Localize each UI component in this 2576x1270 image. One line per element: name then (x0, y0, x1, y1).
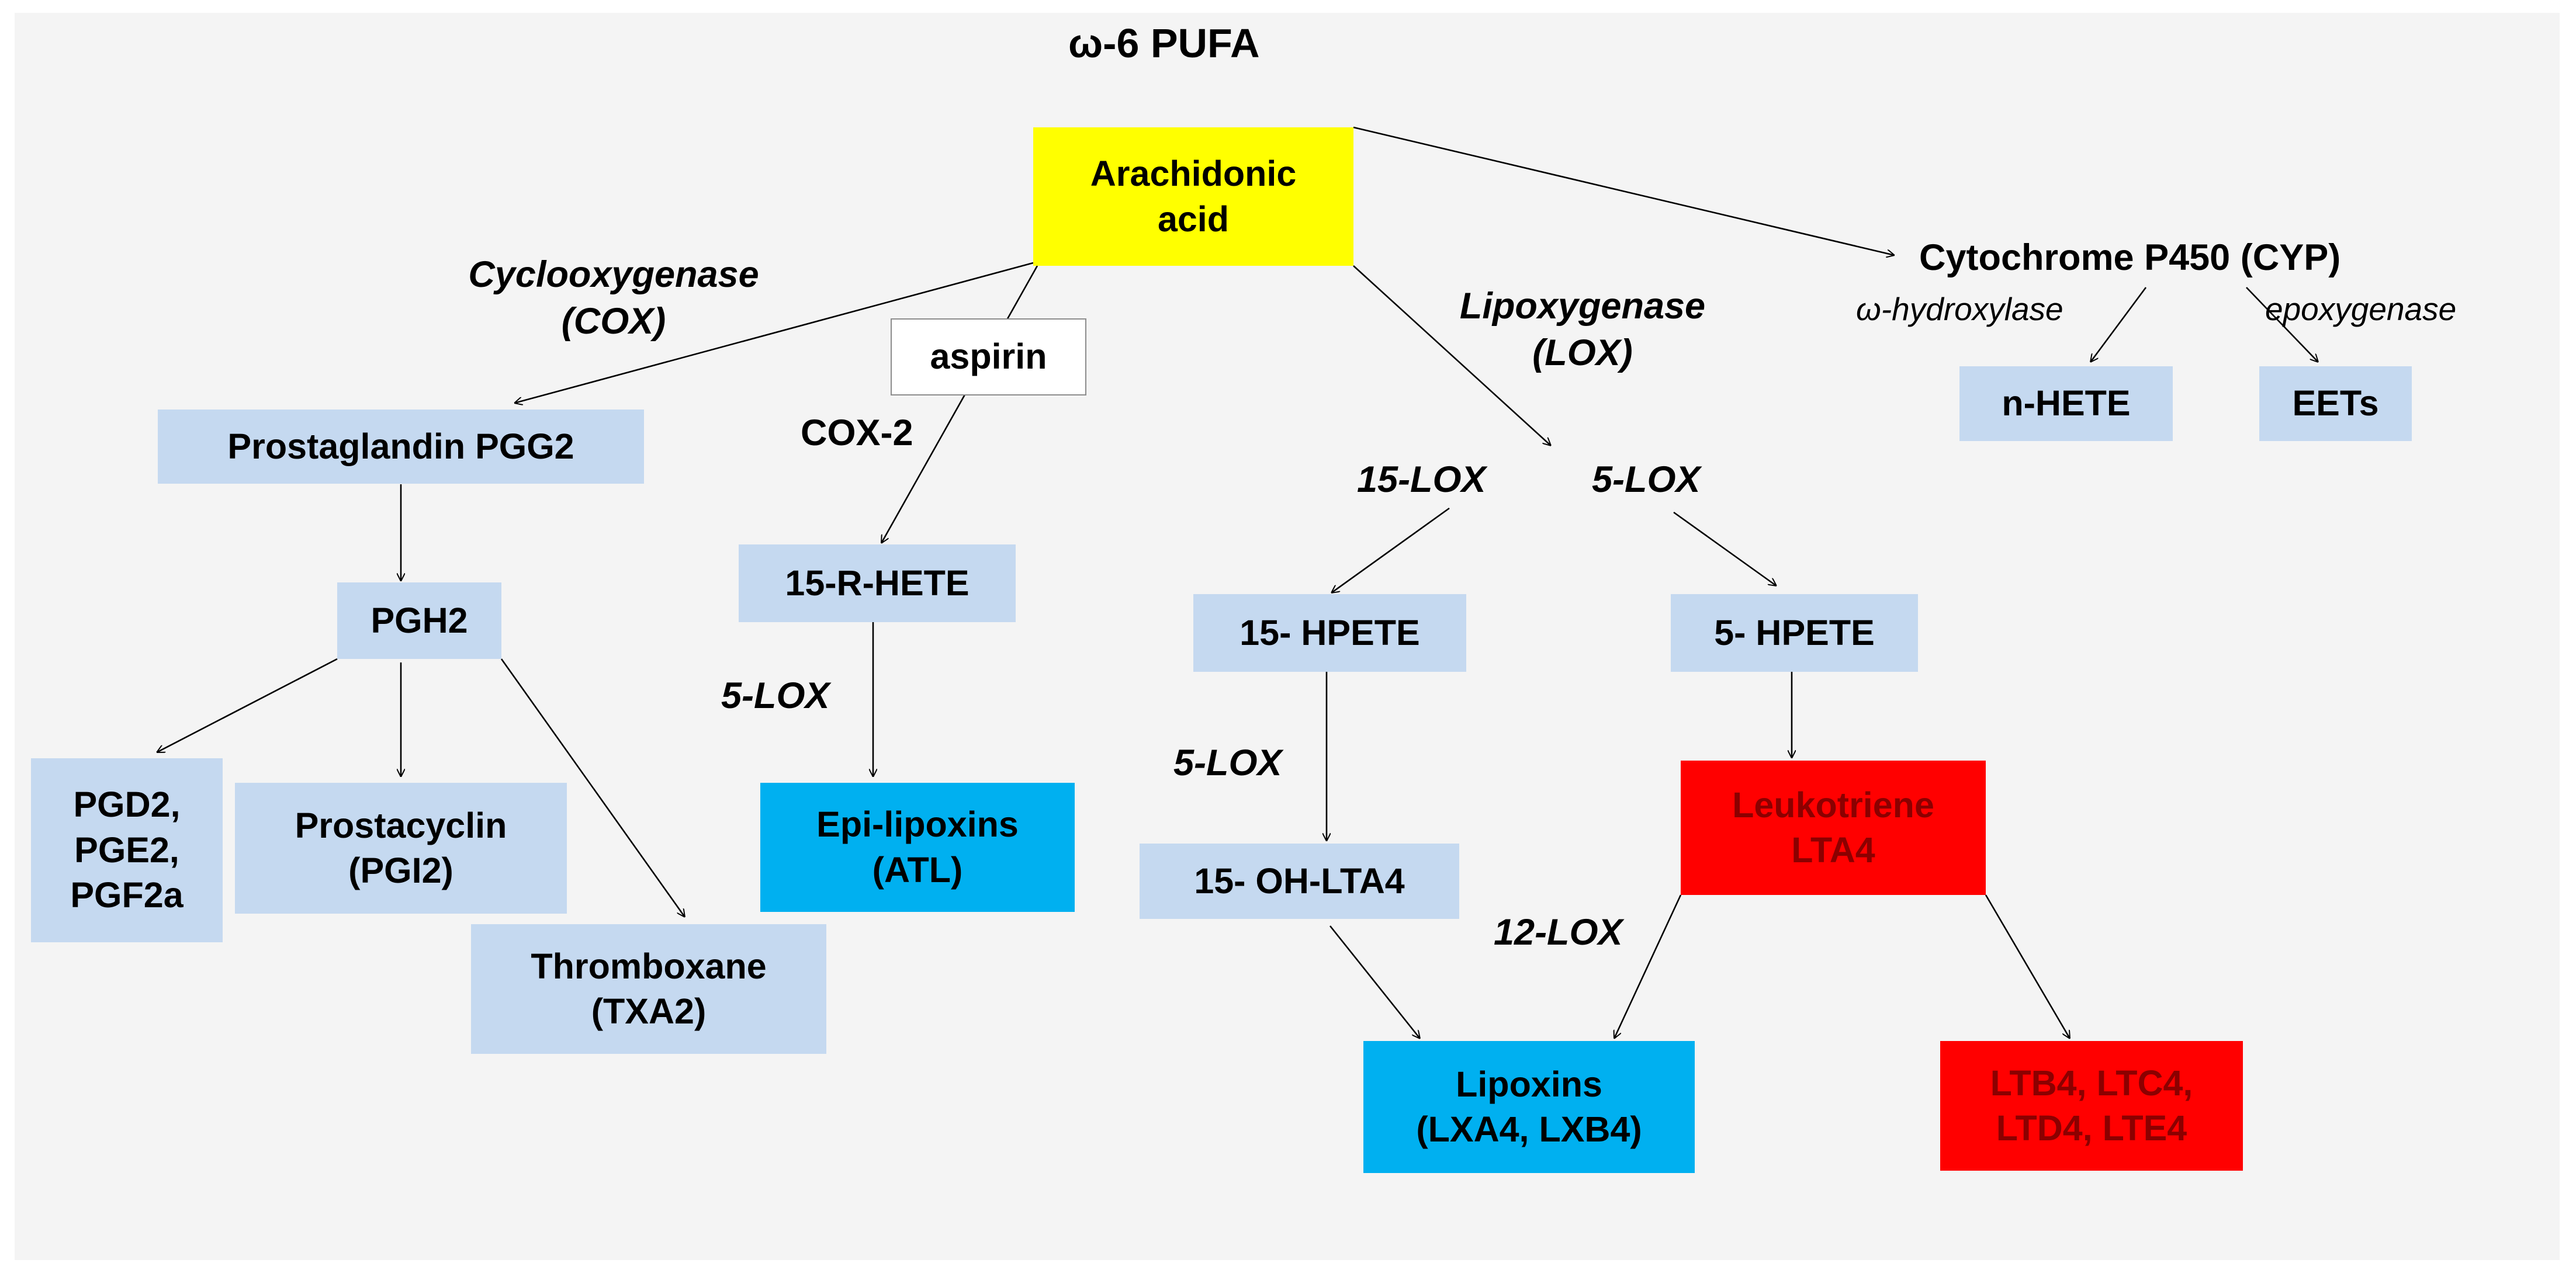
node-15-oh-lta4: 15- OH-LTA4 (1140, 844, 1459, 919)
edge-cyp-to-nhete (2090, 287, 2147, 362)
node-thromboxane: Thromboxane (TXA2) (471, 924, 826, 1054)
edge-aa-to-cyp (1353, 126, 1895, 255)
node-epi-lipoxins: Epi-lipoxins (ATL) (760, 783, 1075, 912)
edge-5lox-to-5hpete (1673, 511, 1777, 586)
diagram-title: ω-6 PUFA (1068, 20, 1260, 66)
node-leukotriene-lta4: Leukotriene LTA4 (1681, 761, 1986, 895)
label-epoxygenase: epoxygenase (2265, 291, 2457, 327)
node-lipoxins: Lipoxins (LXA4, LXB4) (1363, 1041, 1695, 1173)
node-aspirin: aspirin (891, 318, 1086, 395)
node-arachidonic-acid: Arachidonic acid (1033, 127, 1353, 266)
edge-pgh2-to-thromboxane (500, 658, 685, 917)
edge-aa-to-pgg2 (514, 262, 1034, 403)
label-lipoxygenase: Lipoxygenase (LOX) (1459, 286, 1706, 373)
edge-aa-to-15r-hete (880, 265, 1038, 543)
label-5-lox-epi: 5-LOX (721, 675, 830, 716)
label-omega-hydroxylase: ω-hydroxylase (1856, 291, 2063, 327)
node-15r-hete: 15-R-HETE (739, 544, 1016, 622)
label-cyclooxygenase: Cyclooxygenase (COX) (468, 254, 759, 342)
node-eets: EETs (2259, 366, 2412, 441)
edge-leukotriene-to-lipoxins (1614, 894, 1682, 1039)
node-pgh2: PGH2 (337, 582, 501, 659)
edge-oh-lta4-to-lipoxins (1329, 925, 1420, 1039)
edge-15lox-to-15hpete (1331, 507, 1450, 593)
label-5-lox-top: 5-LOX (1592, 459, 1701, 500)
label-cox-2: COX-2 (801, 412, 913, 453)
node-prostaglandin-pgg2: Prostaglandin PGG2 (158, 410, 644, 484)
edge-cyp-to-eets (2246, 287, 2318, 362)
label-15-lox: 15-LOX (1357, 459, 1486, 500)
node-pgd2-pge2-pgf2a: PGD2, PGE2, PGF2a (31, 758, 223, 942)
node-15-hpete: 15- HPETE (1193, 594, 1466, 672)
label-12-lox: 12-LOX (1494, 912, 1623, 953)
node-prostacyclin: Prostacyclin (PGI2) (235, 783, 567, 914)
node-5-hpete: 5- HPETE (1671, 594, 1918, 672)
label-5-lox-left: 5-LOX (1173, 742, 1282, 783)
edge-pgh2-to-pgd2 (157, 658, 338, 754)
node-leukotrienes-ltb4-lte4: LTB4, LTC4, LTD4, LTE4 (1940, 1041, 2243, 1171)
node-n-hete: n-HETE (1959, 366, 2173, 441)
edge-leukotriene-to-ltb4 (1985, 894, 2071, 1039)
label-cytochrome-p450: Cytochrome P450 (CYP) (1919, 237, 2341, 278)
edge-aa-to-lox (1353, 265, 1551, 446)
